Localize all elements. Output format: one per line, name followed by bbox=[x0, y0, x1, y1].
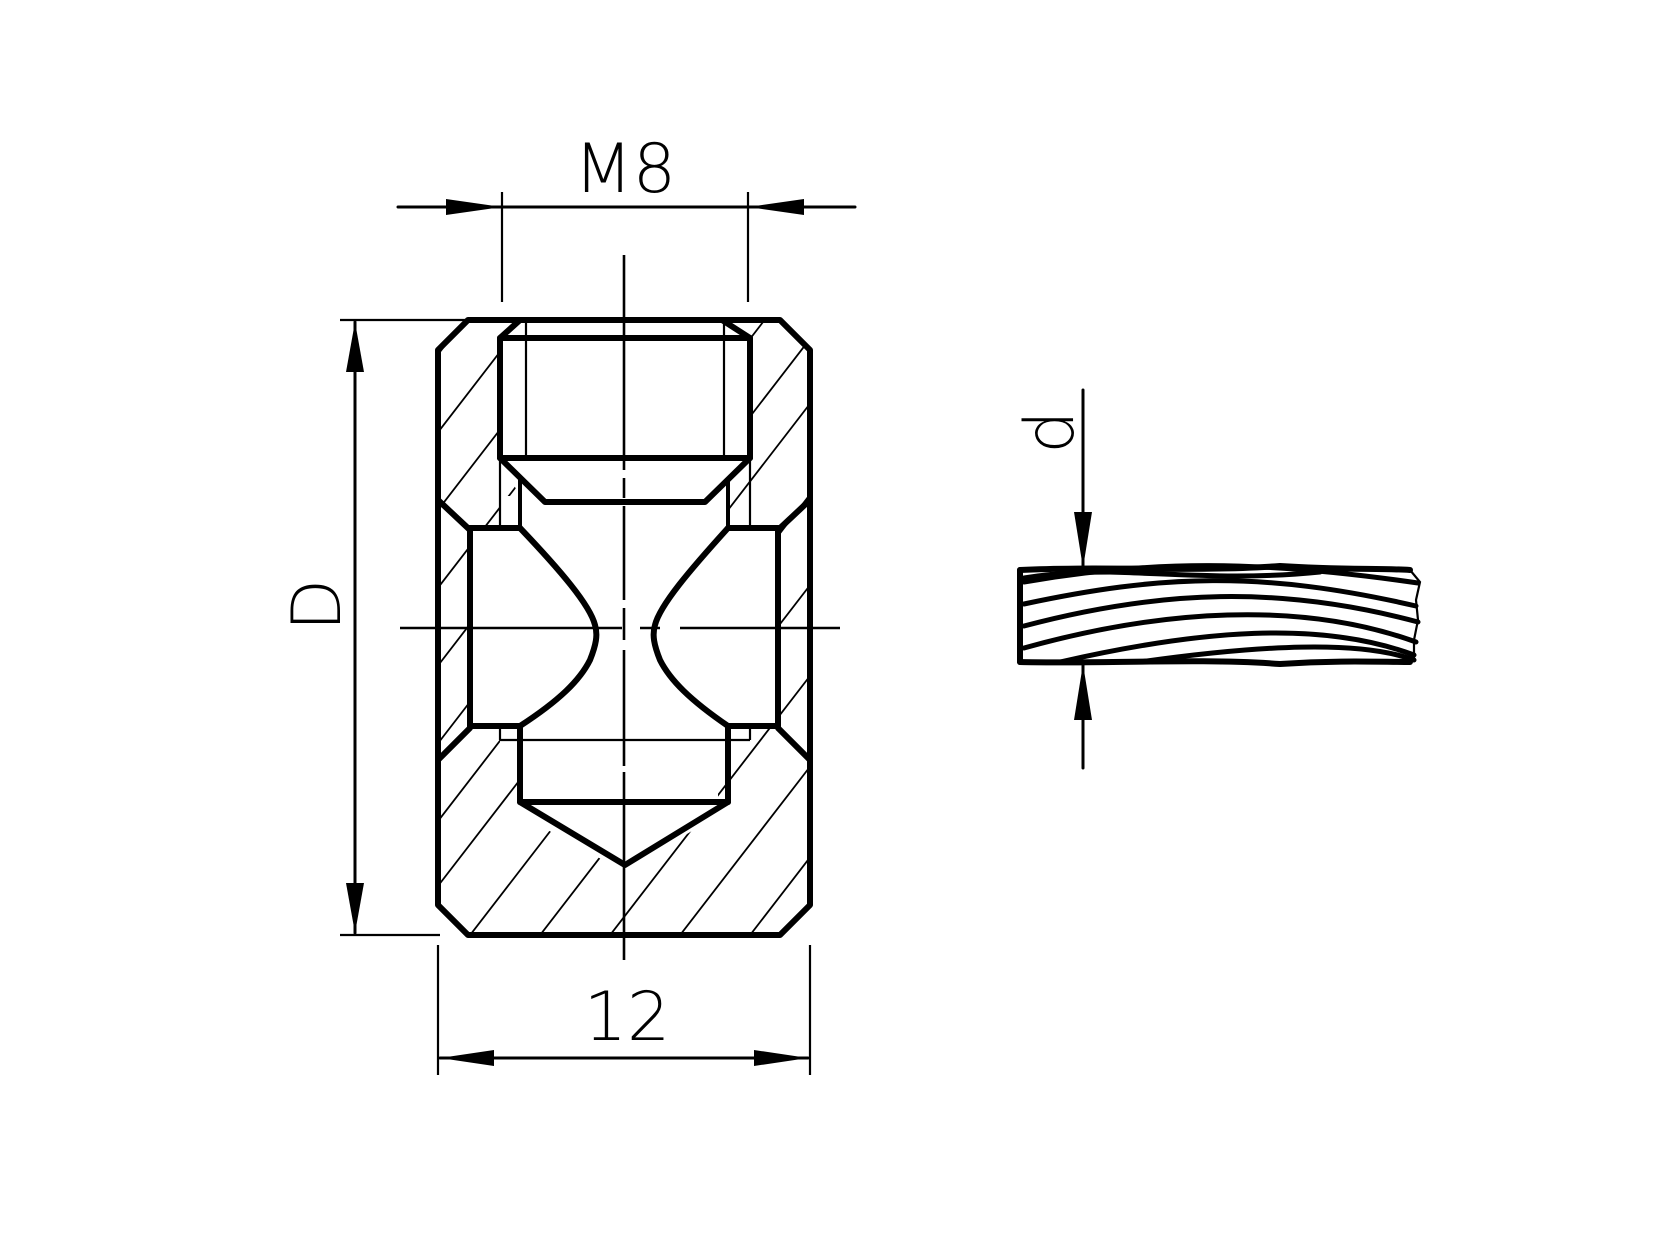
clamp-body bbox=[400, 255, 840, 960]
dim-label-m8: M8 bbox=[574, 130, 676, 209]
dimension-d-diameter: D bbox=[278, 318, 470, 937]
wire-rope bbox=[1017, 562, 1422, 668]
dimension-d-wire: d bbox=[1011, 388, 1092, 770]
section-hatching bbox=[438, 320, 810, 935]
dimension-width-12: 12 bbox=[436, 945, 812, 1075]
center-lines bbox=[400, 255, 840, 960]
hourglass-profile bbox=[517, 525, 600, 729]
dim-label-d: d bbox=[1011, 410, 1090, 453]
body-outline bbox=[435, 317, 813, 938]
dim-label-12: 12 bbox=[584, 978, 671, 1057]
dimension-m8: M8 bbox=[396, 130, 857, 302]
dim-label-D: D bbox=[278, 579, 357, 631]
